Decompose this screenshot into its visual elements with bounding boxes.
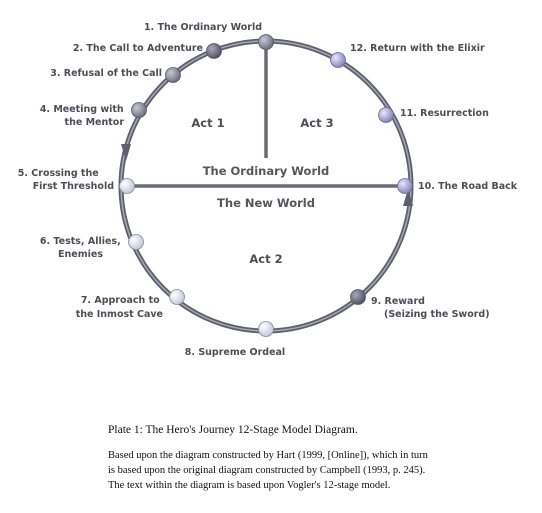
act-label-2: Act 2 [249,252,282,266]
caption-line: Based upon the diagram constructed by Ha… [108,450,428,461]
stage-node-11 [378,107,394,123]
stage-label-3: 3. Refusal of the Call [50,68,162,79]
act-label-1: Act 1 [191,116,224,130]
stage-node-7 [169,289,185,305]
act-label-3: Act 3 [300,116,333,130]
stage-node-8 [258,321,274,337]
caption-body: Based upon the diagram constructed by Ha… [108,448,528,493]
stage-node-10 [397,178,413,194]
stage-node-3 [165,67,181,83]
arrow-left-down [121,144,131,161]
stage-label-11: 11. Resurrection [400,108,489,119]
caption: Plate 1: The Hero's Journey 12-Stage Mod… [108,424,528,493]
stage-node-12 [330,52,346,68]
stage-node-5 [119,178,135,194]
stage-node-1 [258,34,274,50]
stage-label-2: 2. The Call to Adventure [73,43,203,54]
stage-label-1: 1. The Ordinary World [144,22,262,33]
region-label-ordinary-world: The Ordinary World [203,164,330,178]
stage-label-8: 8. Supreme Ordeal [185,347,285,358]
stage-node-9 [350,289,366,305]
stage-label-9: 9. Reward (Seizing the Sword) [371,296,490,320]
stage-label-12: 12. Return with the Elixir [350,43,485,54]
stage-label-4: 4. Meeting with the Mentor [40,104,127,128]
stage-node-6 [128,234,144,250]
caption-line: is based upon the original diagram const… [108,465,426,476]
caption-title: Plate 1: The Hero's Journey 12-Stage Mod… [108,424,358,436]
stage-node-2 [206,43,222,59]
stage-label-6: 6. Tests, Allies, Enemies [40,236,124,260]
stage-label-7: 7. Approach to the Inmost Cave [76,295,163,320]
stage-label-5: 5. Crossing the First Threshold [18,168,114,192]
stage-node-4 [131,102,147,118]
stage-label-10: 10. The Road Back [418,181,518,192]
heros-journey-diagram: The Ordinary World The New World Act 1 A… [18,22,518,358]
region-label-new-world: The New World [217,196,315,210]
arrow-right-up [403,189,413,206]
caption-line: The text within the diagram is based upo… [108,480,391,491]
